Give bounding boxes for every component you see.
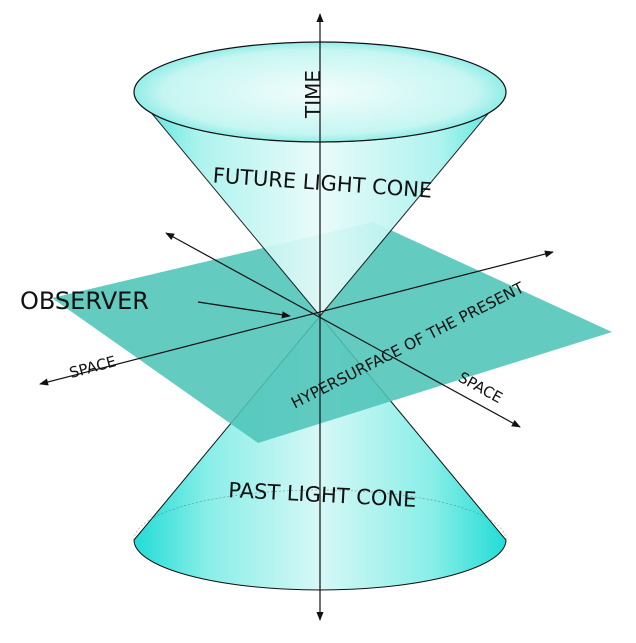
time-label: TIME	[301, 70, 325, 119]
space-left-label: SPACE	[67, 352, 118, 382]
observer-label: OBSERVER	[20, 287, 149, 315]
space-axis-2	[165, 232, 521, 428]
observer-pointer	[197, 301, 291, 319]
space-right-label: SPACE	[455, 368, 505, 407]
